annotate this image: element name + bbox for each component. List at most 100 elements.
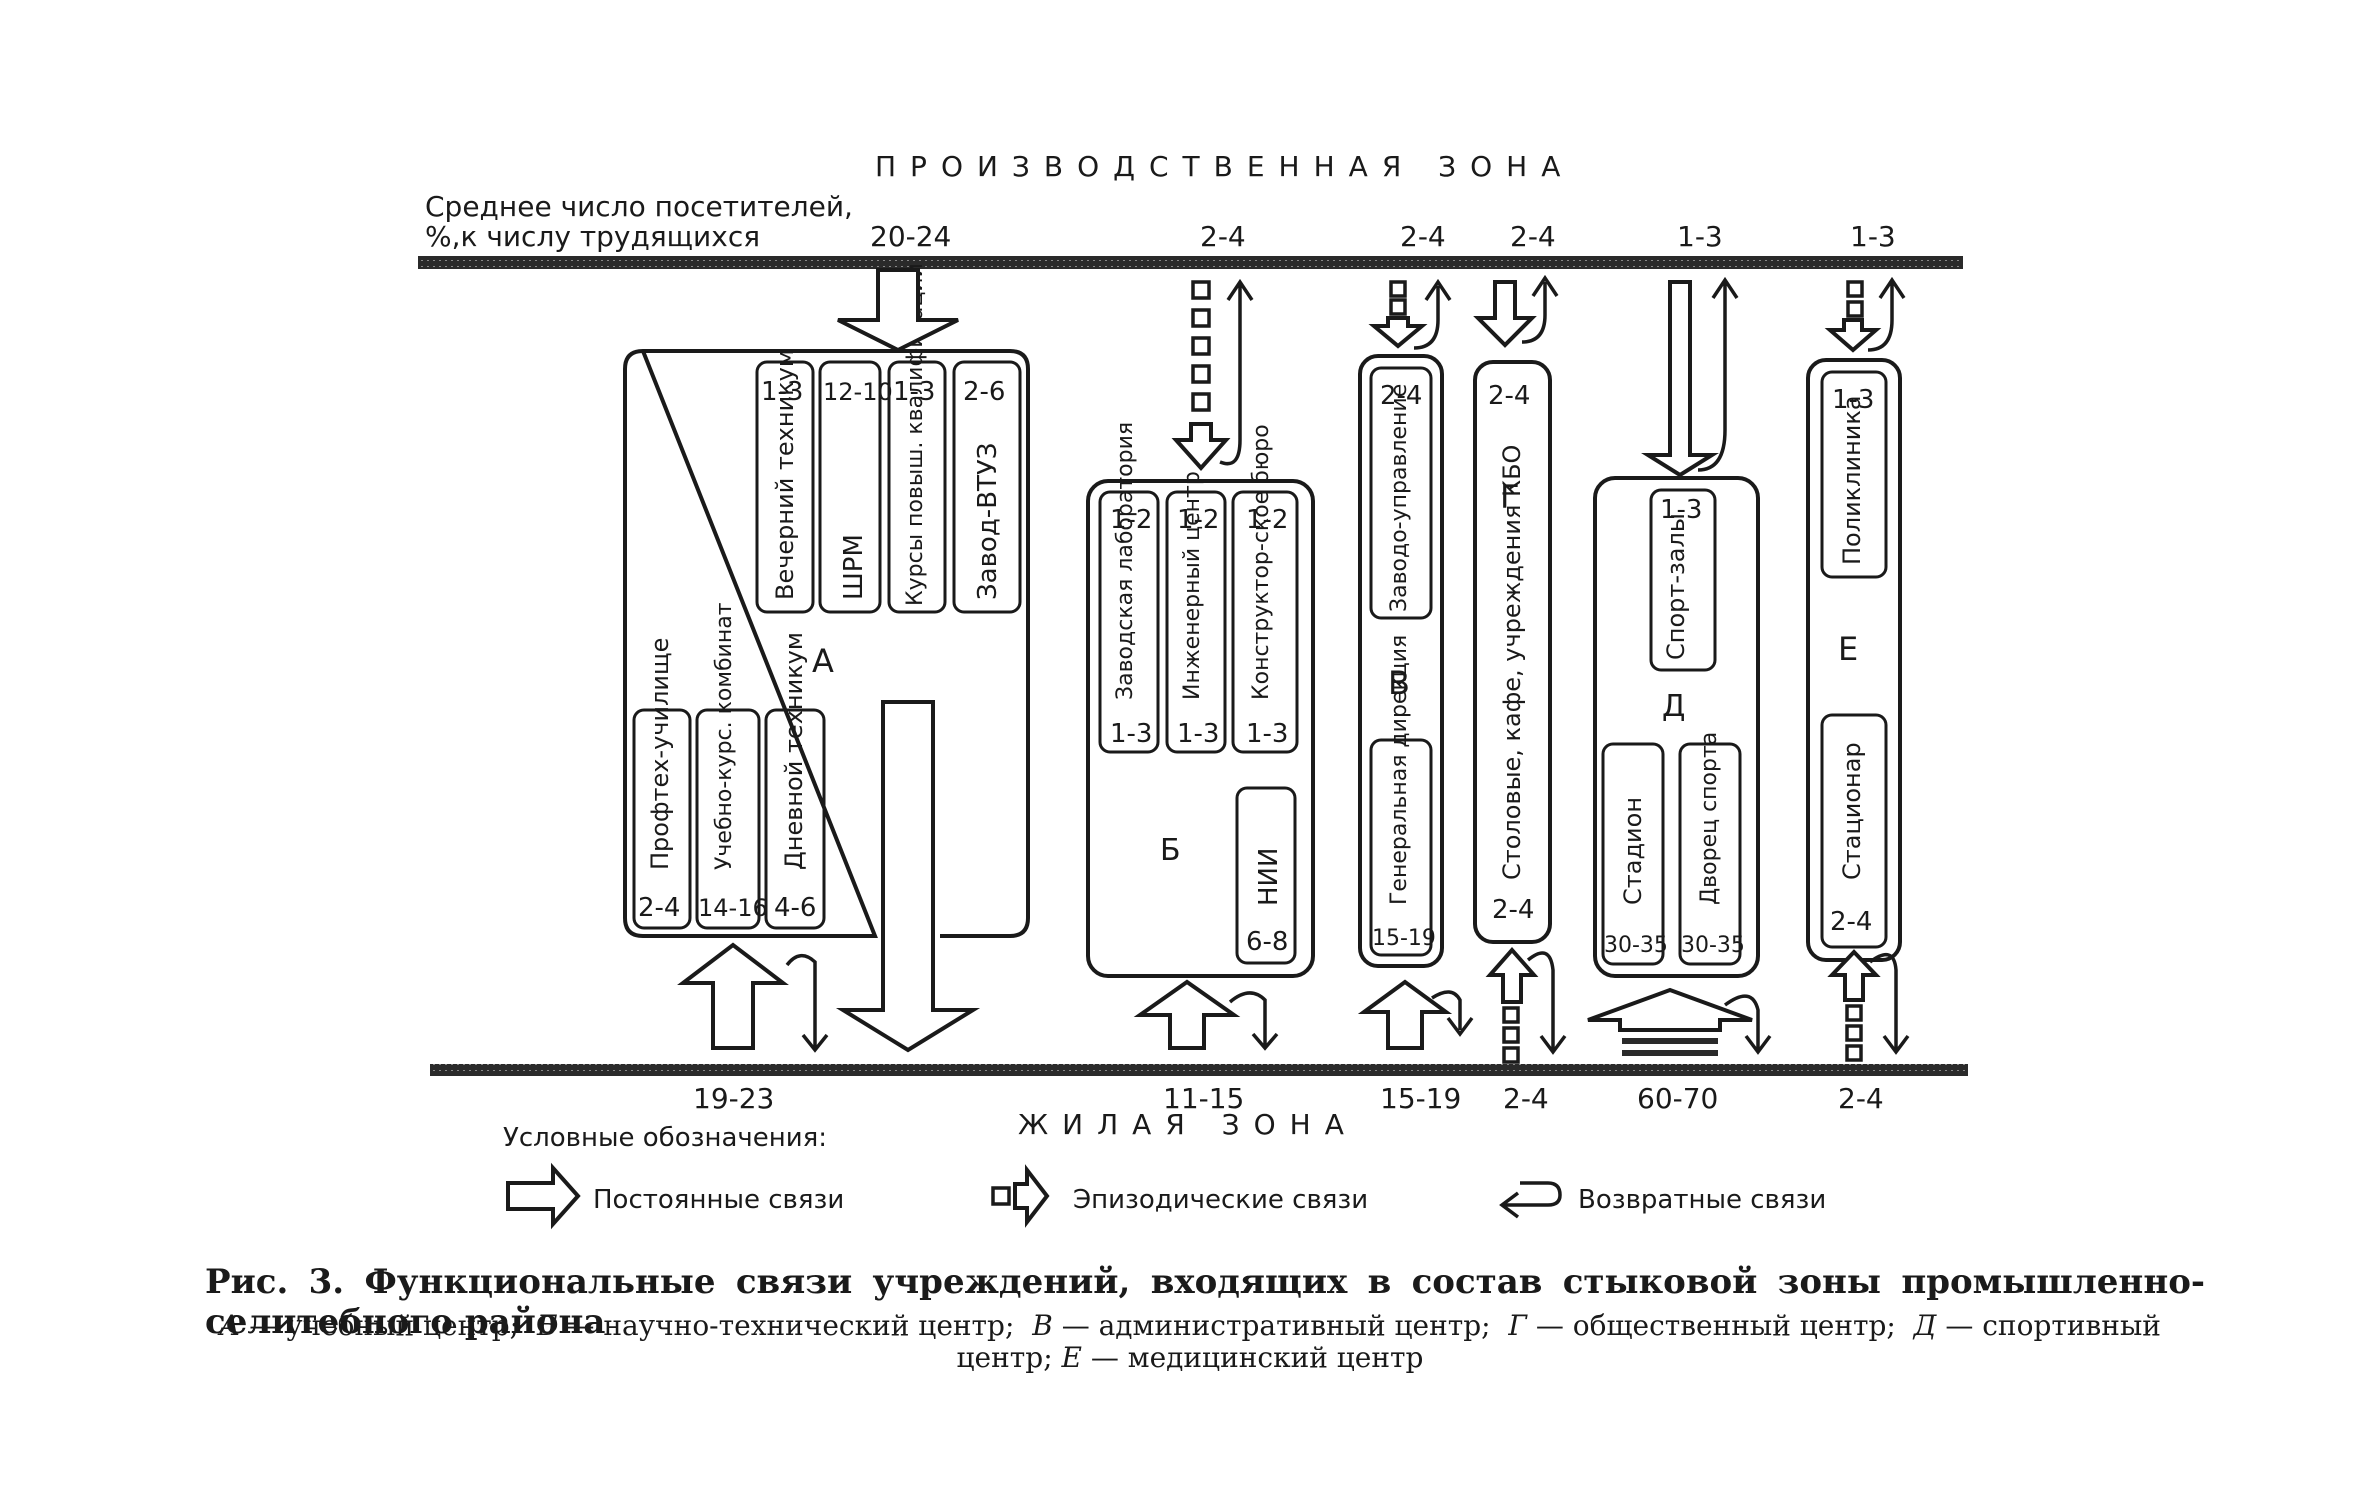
svg-text:4-6: 4-6 [774, 893, 816, 923]
residential-zone-bar [430, 1064, 1968, 1076]
svg-text:30-35: 30-35 [1604, 933, 1668, 958]
caption-letter-g: Г [1508, 1309, 1527, 1342]
svg-text:Дворец спорта: Дворец спорта [1697, 732, 1722, 905]
b-unit-eng: 1-2 Инженерный центр 1-3 [1165, 471, 1227, 754]
svg-text:1-2: 1-2 [1177, 505, 1219, 535]
b-return-arrow [1219, 278, 1254, 466]
top-value-g: 2-4 [1510, 220, 1556, 253]
svg-text:Завод-ВТУЗ: Завод-ВТУЗ [973, 443, 1003, 600]
center-b-letter: Б [1160, 833, 1181, 868]
svg-text:НИИ: НИИ [1254, 848, 1284, 906]
bottom-value-e: 2-4 [1838, 1082, 1884, 1115]
caption-text-b: — научно-технический центр; [566, 1309, 1015, 1342]
v-permanent-arrow-up [1357, 979, 1453, 1050]
svg-text:12-10: 12-10 [823, 378, 893, 406]
legend-episodic-label: Эпизодические связи [1073, 1185, 1368, 1215]
svg-text:14-16: 14-16 [698, 894, 768, 922]
svg-text:Заводо-управление: Заводо-управление [1387, 384, 1412, 612]
production-zone-bar [418, 256, 1963, 269]
svg-text:1-3: 1-3 [761, 377, 803, 407]
functional-links-diagram: ПРОИЗВОДСТВЕННАЯ ЗОНА Среднее число посе… [418, 150, 1968, 1230]
e-unit-hospital: Стационар 2-4 [1820, 713, 1888, 949]
svg-text:Конструктор-ское бюро: Конструктор-ское бюро [1249, 424, 1274, 700]
b-permanent-arrow-up [1133, 979, 1241, 1050]
bottom-value-v: 15-19 [1380, 1082, 1461, 1115]
top-value-b: 2-4 [1200, 220, 1246, 253]
svg-text:Спорт-залы: Спорт-залы [1662, 513, 1690, 660]
caption-text-a: — учебный центр; [249, 1309, 520, 1342]
svg-text:ШРМ: ШРМ [839, 534, 869, 600]
center-v-letter: В [1388, 664, 1410, 702]
legend-title: Условные обозначения: [503, 1123, 827, 1153]
g-bottom-value: 2-4 [1492, 895, 1534, 925]
svg-text:2-4: 2-4 [638, 893, 680, 923]
g-episodic-arrow [1485, 946, 1539, 1064]
center-b: Б 1-2 Заводская лаборатория 1-3 1-2 Инже… [1086, 278, 1315, 1051]
g-top-value: 2-4 [1488, 381, 1530, 411]
legend-return-icon [1499, 1181, 1562, 1219]
caption-text-g: — общественный центр; [1535, 1309, 1896, 1342]
a-unit-uchkomb: Учебно-курс. комбинат 14-16 [695, 602, 768, 930]
d-return-arrow [1697, 276, 1739, 472]
svg-text:2-6: 2-6 [963, 377, 1005, 407]
caption-text-d: — спортивный центр; [956, 1309, 2161, 1374]
svg-text:1-3: 1-3 [1177, 719, 1219, 749]
center-g: 2-4 Г Столовые, кафе, учреждения КБО 2-4 [1473, 274, 1567, 1064]
d-permanent-arrow-up [1587, 987, 1753, 1056]
caption-letter-v: В [1032, 1309, 1053, 1342]
svg-text:Инженерный центр: Инженерный центр [1180, 471, 1205, 700]
center-v: В 2-4 Заводо-управление Генеральная дире… [1357, 278, 1474, 1050]
svg-text:Поликлиника: Поликлиника [1838, 395, 1866, 565]
a-permanent-arrow-in [837, 268, 959, 353]
d-unit-stadium: Стадион 30-35 [1601, 742, 1668, 966]
caption-text-e: — медицинский центр [1090, 1341, 1424, 1374]
caption-text-v: — административный центр; [1061, 1309, 1491, 1342]
production-zone-label: ПРОИЗВОДСТВЕННАЯ ЗОНА [875, 150, 1574, 183]
legend-episodic-icon [1013, 1164, 1050, 1228]
svg-text:6-8: 6-8 [1246, 927, 1288, 957]
center-g-letter: Г [1500, 478, 1520, 516]
d-unit-palace: Дворец спорта 30-35 [1678, 732, 1745, 966]
legend-episodic-square [991, 1186, 1011, 1206]
top-value-e: 1-3 [1850, 220, 1896, 253]
e-return-arrow [1867, 276, 1906, 352]
bottom-value-g: 2-4 [1503, 1082, 1549, 1115]
center-d-letter: Д [1662, 689, 1685, 724]
svg-text:30-35: 30-35 [1681, 933, 1745, 958]
g-label: Столовые, кафе, учреждения КБО [1498, 445, 1526, 880]
svg-text:Генеральная дирекция: Генеральная дирекция [1387, 635, 1412, 905]
e-episodic-arrow-up [1827, 949, 1881, 1062]
svg-text:1-3: 1-3 [1832, 385, 1874, 415]
figure-caption-legend: А — учебный центр; Б — научно-технически… [190, 1310, 2190, 1374]
bottom-value-d: 60-70 [1637, 1082, 1718, 1115]
figure-caption-title: Рис. 3. Функциональные связи учреждений,… [205, 1262, 2205, 1342]
top-value-v: 2-4 [1400, 220, 1446, 253]
svg-text:1-3: 1-3 [1246, 719, 1288, 749]
legend-return-label: Возвратные связи [1578, 1185, 1826, 1215]
a-unit-evening-tech: 1-3 Вечерний техникум [755, 349, 815, 614]
svg-text:Дневной техникум: Дневной техникум [780, 632, 808, 870]
d-return-arrow-bottom [1723, 994, 1772, 1055]
caption-letter-e: Е [1061, 1341, 1082, 1374]
caption-letter-d: Д [1913, 1309, 1937, 1342]
svg-text:15-19: 15-19 [1372, 926, 1436, 951]
top-value-a: 20-24 [870, 220, 951, 253]
v-return-arrow-bottom [1431, 990, 1474, 1037]
svg-text:1-3: 1-3 [1660, 495, 1702, 525]
svg-text:Стадион: Стадион [1619, 797, 1647, 905]
svg-text:1-3: 1-3 [1110, 719, 1152, 749]
center-e-letter: Е [1838, 630, 1858, 668]
visitors-label-line2: %,к числу трудящихся [425, 220, 760, 253]
a-unit-zavod-vtuz: 2-6 Завод-ВТУЗ [952, 360, 1022, 614]
bottom-value-b: 11-15 [1163, 1082, 1244, 1115]
bottom-value-a: 19-23 [693, 1082, 774, 1115]
v-episodic-arrow [1368, 280, 1428, 349]
caption-letter-a: А [219, 1309, 241, 1342]
svg-text:Профтех-училище: Профтех-училище [646, 638, 674, 870]
residential-zone-label: ЖИЛАЯ ЗОНА [1018, 1108, 1358, 1141]
a-unit-proftech: Профтех-училище 2-4 [632, 638, 692, 930]
a-return-arrow [785, 954, 829, 1053]
top-value-d: 1-3 [1677, 220, 1723, 253]
svg-text:2-4: 2-4 [1830, 907, 1872, 937]
svg-text:Заводская лаборатория: Заводская лаборатория [1113, 422, 1138, 700]
